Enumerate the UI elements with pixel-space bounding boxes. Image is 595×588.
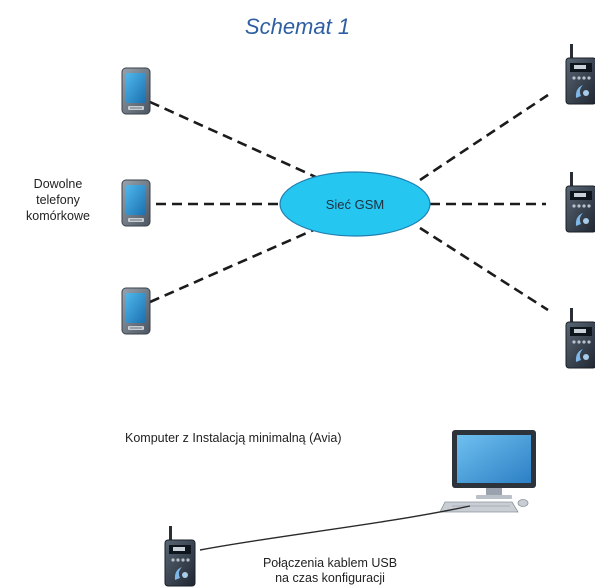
diagram-title: Schemat 1 — [244, 14, 351, 39]
smartphone-icon — [121, 287, 151, 335]
connection-device-bottom — [419, 226, 549, 312]
usb-caption-line-2: na czas konfiguracji — [275, 571, 385, 585]
gsm-network-ellipse: Sieć GSM — [279, 171, 431, 237]
gsm-device-icon — [565, 307, 595, 369]
usb-caption: Połączenia kablem USB na czas konfigurac… — [245, 556, 415, 586]
connection-device-top — [419, 93, 549, 182]
smartphone-icon — [121, 67, 151, 115]
usb-caption-line-1: Połączenia kablem USB — [262, 556, 398, 570]
gsm-network-label: Sieć GSM — [326, 197, 385, 212]
smartphone-icon — [121, 179, 151, 227]
phones-caption-line-2: telefony — [36, 193, 80, 207]
phones-caption: Dowolne telefony komórkowe — [18, 176, 98, 224]
computer-caption: Komputer z Instalacją minimalną (Avia) — [125, 431, 342, 445]
gsm-connections — [149, 93, 549, 312]
connection-phone-top — [149, 100, 319, 180]
desktop-computer-icon — [439, 430, 536, 513]
connection-phone-bottom — [149, 226, 319, 304]
phones-caption-line-1: Dowolne — [33, 177, 83, 191]
gsm-device-icon — [164, 525, 196, 587]
gsm-device-icon — [565, 171, 595, 233]
usb-cable — [199, 505, 471, 551]
phones-caption-line-3: komórkowe — [26, 209, 90, 223]
gsm-device-icon — [565, 43, 595, 105]
